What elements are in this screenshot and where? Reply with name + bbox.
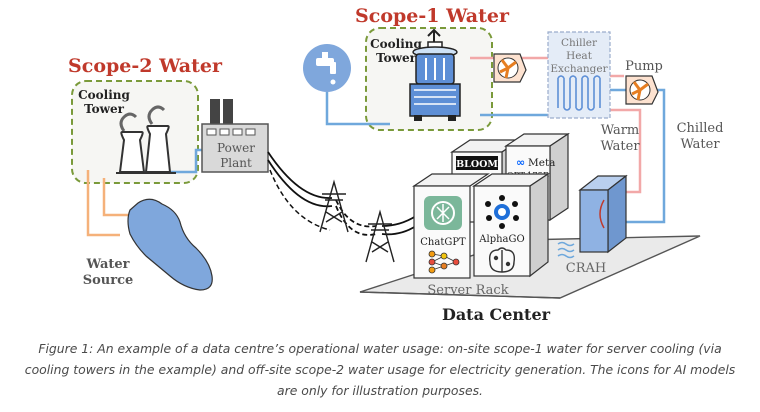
airflow-waves	[557, 241, 575, 259]
scope1-cooling-tower-icon	[409, 28, 461, 121]
power-plant-label-1: Power	[217, 141, 255, 155]
warm-water-label-1: Warm	[601, 123, 640, 138]
chiller-label-1: Chiller	[561, 37, 598, 49]
bloom-label: BLOOM	[456, 159, 498, 170]
power-line-solid-3	[381, 215, 417, 227]
chilled-water-label-1: Chilled	[677, 121, 724, 136]
data-center-label: Data Center	[442, 305, 551, 324]
power-line-solid-4	[381, 225, 417, 236]
crah-label: CRAH	[566, 261, 606, 276]
chatgpt-label: ChatGPT	[420, 237, 466, 248]
bloom-badge	[456, 156, 498, 170]
pump-label: Pump	[625, 59, 663, 74]
scope1-supply-pipe	[325, 92, 390, 126]
water-usage-diagram: Scope-2 Water Scope-1 Water Cooling Towe…	[68, 5, 724, 324]
warm-water-label-2: Water	[600, 139, 640, 154]
power-line-solid-2	[267, 159, 333, 208]
water-source-label-2: Source	[83, 273, 134, 288]
alphago-label: AlphaGO	[478, 234, 524, 245]
chiller-label-2: Heat	[566, 50, 593, 62]
scope2-cooling-tower-icon	[116, 105, 176, 174]
power-line-dashed-3	[269, 169, 331, 231]
chiller-coil	[557, 75, 601, 111]
water-source-label-1: Water	[85, 257, 129, 272]
scope2-tower-label-2: Tower	[84, 102, 125, 116]
water-tap-icon	[303, 44, 351, 92]
neural-network-icon	[428, 250, 460, 274]
server-rack-label: Server Rack	[427, 283, 508, 298]
power-line-solid-1	[267, 151, 333, 199]
brain-icon	[488, 247, 516, 273]
power-line-dashed-1	[335, 199, 377, 228]
scope2-supply-pipe	[86, 170, 120, 237]
crah-unit-icon	[578, 174, 628, 254]
chiller-fan-icon	[493, 53, 527, 83]
scope2-tower-label-1: Cooling	[78, 88, 130, 102]
chiller-label-3: Exchanger	[550, 63, 608, 75]
transmission-tower-1-icon	[319, 179, 349, 233]
alphago-logo-icon	[485, 195, 519, 229]
pump-fan-icon	[625, 75, 659, 105]
scope-2-title: Scope-2 Water	[68, 55, 223, 77]
water-source-lake	[127, 198, 213, 291]
transmission-tower-2-icon	[365, 209, 395, 263]
meta-label: Meta	[528, 157, 555, 169]
power-plant-icon	[201, 99, 269, 173]
chatgpt-logo-icon	[424, 196, 462, 230]
scope-1-title: Scope-1 Water	[355, 5, 510, 27]
chilled-water-label-2: Water	[680, 137, 720, 152]
scope1-tower-label-2: Tower	[376, 51, 417, 65]
power-plant-label-2: Plant	[220, 156, 252, 170]
power-line-dashed-2	[335, 205, 377, 236]
meta-logo-icon: ∞	[516, 156, 525, 169]
scope1-tower-label-1: Cooling	[370, 37, 422, 51]
chilled-water-pipe	[608, 88, 666, 224]
figure-caption: Figure 1: An example of a data centre’s …	[24, 341, 736, 398]
